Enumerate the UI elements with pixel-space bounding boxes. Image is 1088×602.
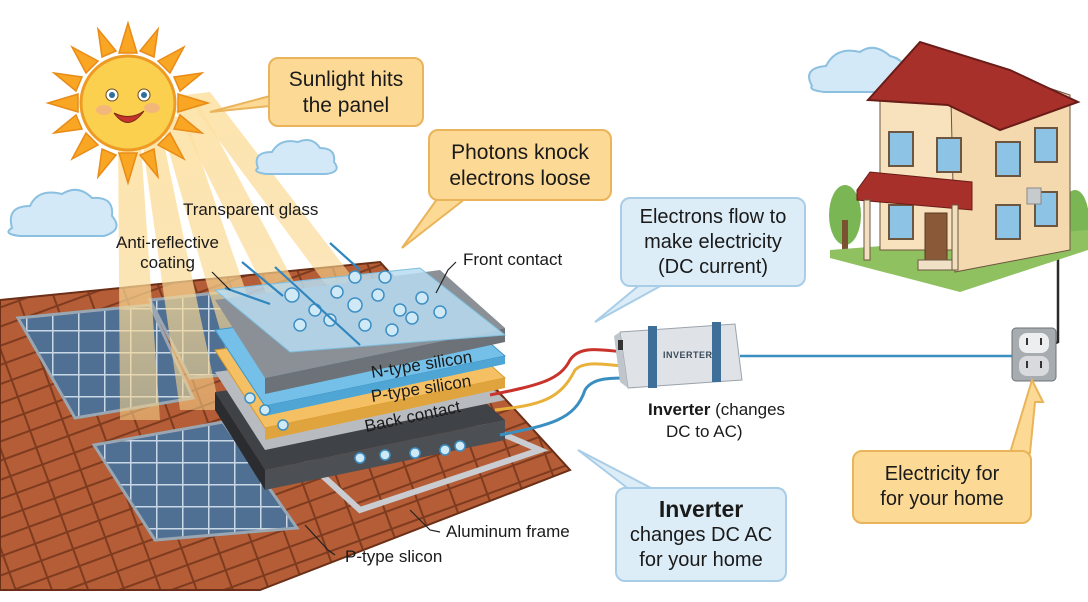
cloud-icon [808, 46, 907, 93]
label-aluminum-frame: Aluminum frame [446, 522, 570, 541]
label-anti-reflective: Anti-reflective coating [116, 233, 219, 273]
label-line: Anti-reflective [116, 233, 219, 252]
cloud-icon [7, 188, 118, 237]
solar-panel [91, 420, 300, 542]
wire-blue [499, 376, 626, 437]
house-icon [829, 40, 1088, 292]
callout-line: (DC current) [657, 256, 768, 278]
label-line: coating [140, 253, 195, 272]
inverter-caption-bold: Inverter [648, 400, 711, 419]
leader-lines [211, 261, 457, 556]
cloud-icon [255, 139, 338, 175]
inverter-caption-line2: DC to AC) [666, 422, 743, 441]
wire-red [489, 348, 626, 397]
callout-photons: Photons knock electrons loose [428, 129, 612, 201]
panel-layers: N-type silicon P-type silicon Back conta… [213, 242, 549, 514]
callout-line: electrons loose [449, 167, 591, 190]
callout-electrons-flow: Electrons flow to make electricity (DC c… [620, 197, 806, 287]
label-p-type-bottom: P-type slicon [345, 547, 443, 566]
wall-outlet-icon[interactable] [1011, 327, 1057, 382]
light-arrows [224, 242, 361, 346]
callout-line: changes DC AC [629, 524, 773, 546]
callout-line: Electrons flow to [639, 206, 787, 228]
label-front-contact: Front contact [463, 250, 563, 269]
sun-icon [45, 20, 211, 186]
inverter-device[interactable]: INVERTER [614, 322, 743, 389]
callout-line: make electricity [644, 231, 782, 253]
callout-line: for your home [639, 549, 763, 571]
callout-electricity-home: Electricity for for your home [852, 450, 1032, 524]
callout-sunlight: Sunlight hits the panel [268, 57, 424, 127]
label-inverter-caption: Inverter (changes DC to AC) [648, 399, 785, 443]
callout-inverter: Inverter changes DC AC for your home [615, 487, 787, 582]
label-transparent-glass: Transparent glass [183, 200, 319, 219]
inverter-device-label: INVERTER [663, 350, 713, 360]
inverter-caption-rest: (changes [710, 400, 786, 419]
callout-line: the panel [302, 94, 390, 117]
callout-line: Photons knock [451, 141, 589, 164]
callout-line: Electricity for [884, 463, 1000, 485]
callout-title: Inverter [658, 496, 744, 522]
callout-line: for your home [880, 488, 1004, 510]
electron-particles [244, 270, 466, 464]
wire-yellow [494, 362, 626, 412]
callout-line: Sunlight hits [288, 68, 404, 91]
